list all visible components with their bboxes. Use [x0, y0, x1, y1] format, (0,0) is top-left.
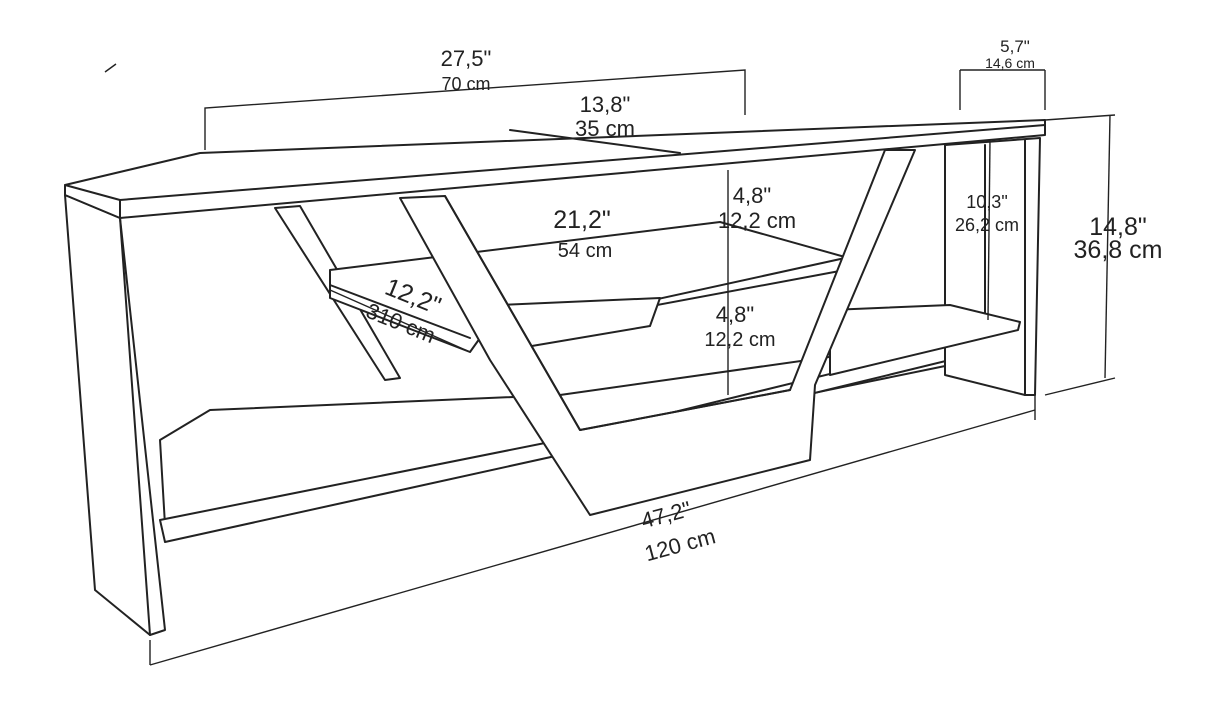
upper-gap-inch-label: 4,8": [733, 183, 771, 208]
dimension-lines: [104, 63, 1116, 666]
depth-top-cm-label: 35 cm: [575, 116, 635, 141]
depth-top-inch-label: 13,8": [580, 92, 631, 117]
width-top-inch-label: 27,5": [441, 46, 492, 71]
side-depth-inch-label: 5,7": [1000, 37, 1030, 56]
tv-stand-outline: [64, 119, 1046, 636]
height-cm-label: 36,8 cm: [1074, 236, 1163, 264]
shelf-width-inch-label: 21,2": [553, 206, 611, 234]
height-inch-label: 14,8": [1089, 213, 1147, 241]
width-top-cm-label: 70 cm: [441, 74, 490, 94]
lower-gap-inch-label: 4,8": [716, 302, 754, 327]
inner-height-cm-label: 26,2 cm: [955, 215, 1019, 235]
inner-height-inch-label: 10,3": [966, 192, 1007, 212]
shelf-width-cm-label: 54 cm: [558, 240, 612, 262]
lower-gap-cm-label: 12,2 cm: [704, 329, 775, 351]
upper-gap-cm-label: 12,2 cm: [718, 208, 796, 233]
side-depth-cm-label: 14,6 cm: [985, 55, 1035, 71]
